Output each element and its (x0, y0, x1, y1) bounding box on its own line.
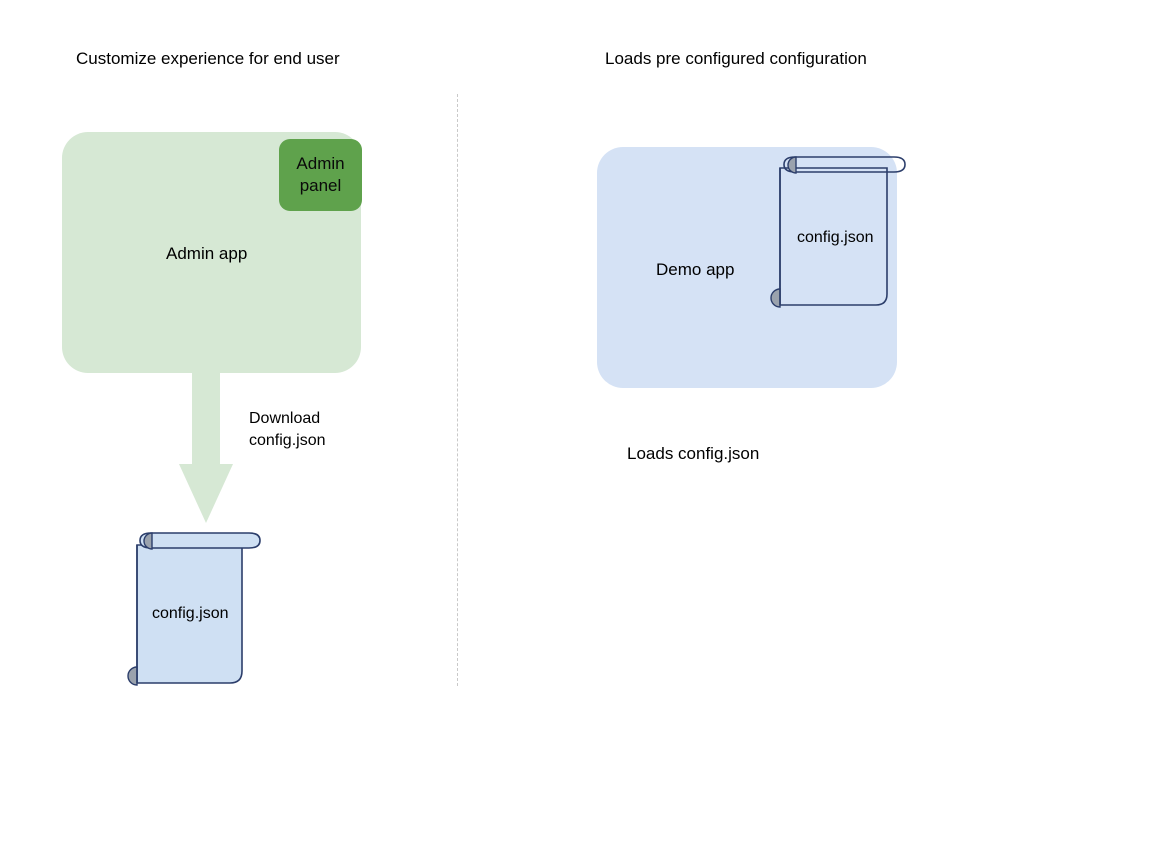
download-arrow-label-line1: Download (249, 410, 321, 427)
demo-app-label: Demo app (656, 260, 735, 279)
left-section-heading: Customize experience for end user (76, 49, 340, 68)
vertical-dashed-divider (457, 94, 458, 686)
loads-config-caption: Loads config.json (627, 444, 760, 463)
right-section-heading: Loads pre configured configuration (605, 49, 867, 68)
admin-panel-badge[interactable]: Admin panel (279, 139, 362, 211)
scroll-document-icon[interactable] (770, 156, 906, 308)
download-arrow-label-line2: config.json (249, 432, 326, 449)
admin-panel-badge-line1: Admin (296, 154, 345, 173)
admin-panel-badge-line2: panel (299, 176, 342, 195)
left-config-json-label: config.json (152, 605, 229, 622)
down-arrow-icon (179, 368, 233, 523)
right-config-json-label: config.json (797, 229, 874, 246)
demo-app-box[interactable] (597, 147, 897, 388)
scroll-document-icon[interactable] (127, 532, 261, 686)
admin-panel-badge-label: Admin panel (296, 153, 344, 197)
admin-app-label: Admin app (166, 244, 248, 263)
